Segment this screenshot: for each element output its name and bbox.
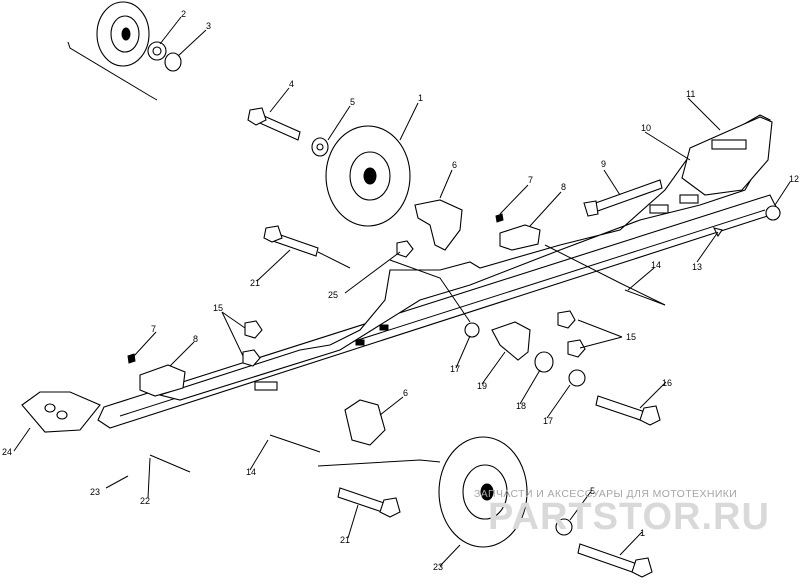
rear-nut bbox=[765, 205, 781, 221]
bearing bbox=[147, 41, 167, 61]
callout-15a: 15 bbox=[213, 303, 223, 313]
callout-7a: 7 bbox=[528, 175, 533, 185]
washer-upper bbox=[311, 137, 329, 157]
bolt-21-lower bbox=[337, 487, 401, 518]
snap-ring bbox=[164, 52, 182, 72]
pin-14-lower bbox=[269, 434, 321, 453]
slider-block-upper bbox=[499, 224, 541, 251]
nut-upper bbox=[495, 213, 504, 223]
threaded-bolt bbox=[583, 179, 663, 217]
callout-14a: 14 bbox=[651, 260, 661, 270]
axle-bracket-upper bbox=[414, 199, 463, 251]
slider-block-lower bbox=[139, 364, 186, 397]
spacer-bracket-19 bbox=[491, 321, 531, 361]
bolt-left-upper bbox=[263, 225, 319, 257]
callout-11: 11 bbox=[686, 89, 695, 99]
washer-17b bbox=[568, 369, 586, 387]
callout-8b: 8 bbox=[193, 334, 198, 344]
callout-13: 13 bbox=[692, 262, 702, 272]
callout-18: 18 bbox=[516, 401, 526, 411]
callout-7b: 7 bbox=[151, 324, 156, 334]
bolt-16 bbox=[595, 395, 661, 426]
callout-25: 25 bbox=[328, 290, 338, 300]
callout-23b: 23 bbox=[433, 562, 443, 572]
callout-17a: 17 bbox=[450, 364, 460, 374]
bolt-1-lower bbox=[577, 543, 653, 578]
callout-16: 16 bbox=[662, 378, 672, 388]
callout-1a: 1 bbox=[418, 93, 423, 103]
pin-line-upper bbox=[544, 244, 666, 306]
leader-lines bbox=[13, 16, 791, 567]
callout-6a: 6 bbox=[452, 160, 457, 170]
inset-idler-wheel bbox=[96, 1, 150, 67]
callout-1-2: 2 bbox=[181, 9, 186, 19]
callout-19: 19 bbox=[477, 381, 487, 391]
bolt-upper bbox=[247, 107, 301, 141]
callout-9: 9 bbox=[601, 159, 606, 169]
washer-lower bbox=[555, 518, 573, 536]
callout-10: 10 bbox=[641, 123, 651, 133]
idler-wheel-lower bbox=[438, 436, 528, 548]
callout-23a: 23 bbox=[90, 487, 100, 497]
idler-wheel-upper bbox=[325, 125, 411, 227]
lock-nut-d bbox=[567, 339, 586, 358]
rail-tip bbox=[21, 391, 101, 433]
callout-17b: 17 bbox=[543, 416, 553, 426]
callout-1b: 1 bbox=[640, 528, 645, 538]
pin-14-upper bbox=[624, 289, 666, 306]
callout-6c: 6 bbox=[403, 388, 408, 398]
nut-lower bbox=[127, 353, 136, 364]
callout-21a: 21 bbox=[250, 278, 260, 288]
lock-nut-a bbox=[244, 320, 263, 339]
callout-5a: 5 bbox=[350, 97, 355, 107]
washer-17a bbox=[464, 322, 480, 338]
callout-22: 22 bbox=[140, 496, 150, 506]
callout-24: 24 bbox=[2, 447, 12, 457]
callout-4: 4 bbox=[289, 79, 294, 89]
callout-14b: 14 bbox=[246, 467, 256, 477]
rear-bracket bbox=[681, 116, 773, 196]
lock-nut-c bbox=[557, 310, 576, 329]
callout-3: 3 bbox=[206, 21, 211, 31]
pin-22 bbox=[149, 454, 191, 473]
callout-15b: 15 bbox=[626, 332, 636, 342]
axle-bracket-lower bbox=[344, 399, 386, 446]
lock-nut-b bbox=[242, 349, 261, 367]
watermark-text: ЗАПЧАСТИ И АКСЕССУАРЫ ДЛЯ МОТОТЕХНИКИ bbox=[474, 488, 738, 500]
slide-rail bbox=[97, 114, 781, 429]
watermark-logo: PARTSTOR.RU bbox=[488, 496, 770, 538]
callout-12: 12 bbox=[789, 174, 799, 184]
spacer-18 bbox=[534, 351, 554, 373]
callout-21b: 21 bbox=[340, 535, 350, 545]
inset-bracket-line bbox=[67, 41, 158, 101]
callout-5b: 5 bbox=[590, 486, 595, 496]
callout-8a: 8 bbox=[561, 182, 566, 192]
nut-25 bbox=[396, 240, 414, 258]
